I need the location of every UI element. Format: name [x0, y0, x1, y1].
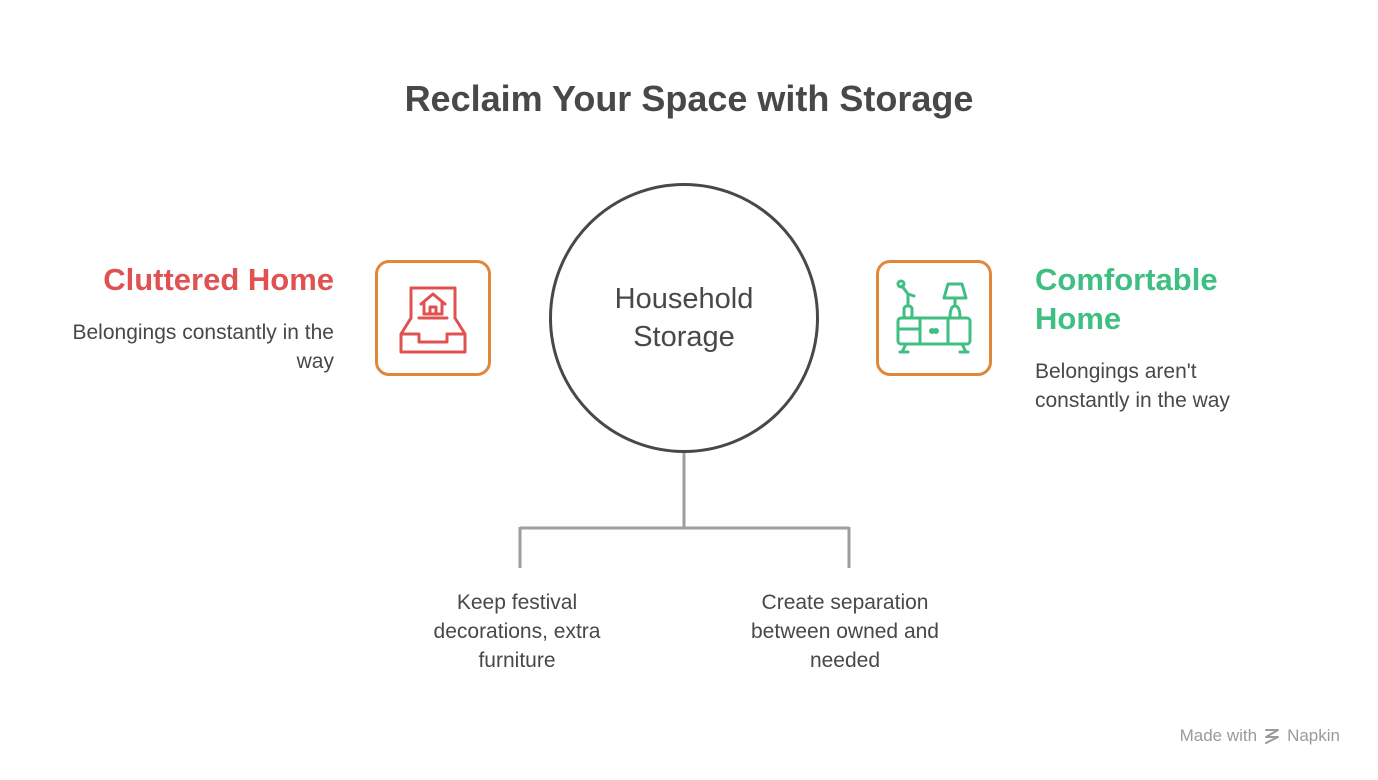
footer-attribution[interactable]: Made with Napkin — [1180, 726, 1340, 746]
made-with-label: Made with — [1179, 726, 1258, 745]
branch-left-text: Keep festival decorations, extra furnitu… — [433, 591, 601, 672]
diagram-title: Reclaim Your Space with Storage — [404, 78, 974, 119]
furniture-icon — [896, 279, 972, 354]
branch-right-text: Create separation between owned and need… — [751, 591, 939, 672]
right-heading: Comfortable Home — [1035, 262, 1218, 336]
napkin-logo-icon — [1265, 729, 1280, 744]
center-label: Household Storage — [614, 283, 754, 353]
inbox-home-icon — [399, 286, 467, 354]
right-icon-box — [876, 260, 992, 376]
center-node: Household Storage — [549, 183, 819, 453]
right-description: Belongings aren't constantly in the way — [1035, 360, 1230, 412]
left-icon-box — [375, 260, 491, 376]
left-description: Belongings constantly in the way — [72, 321, 334, 373]
left-heading: Cluttered Home — [103, 262, 334, 297]
brand-label: Napkin — [1287, 726, 1340, 745]
